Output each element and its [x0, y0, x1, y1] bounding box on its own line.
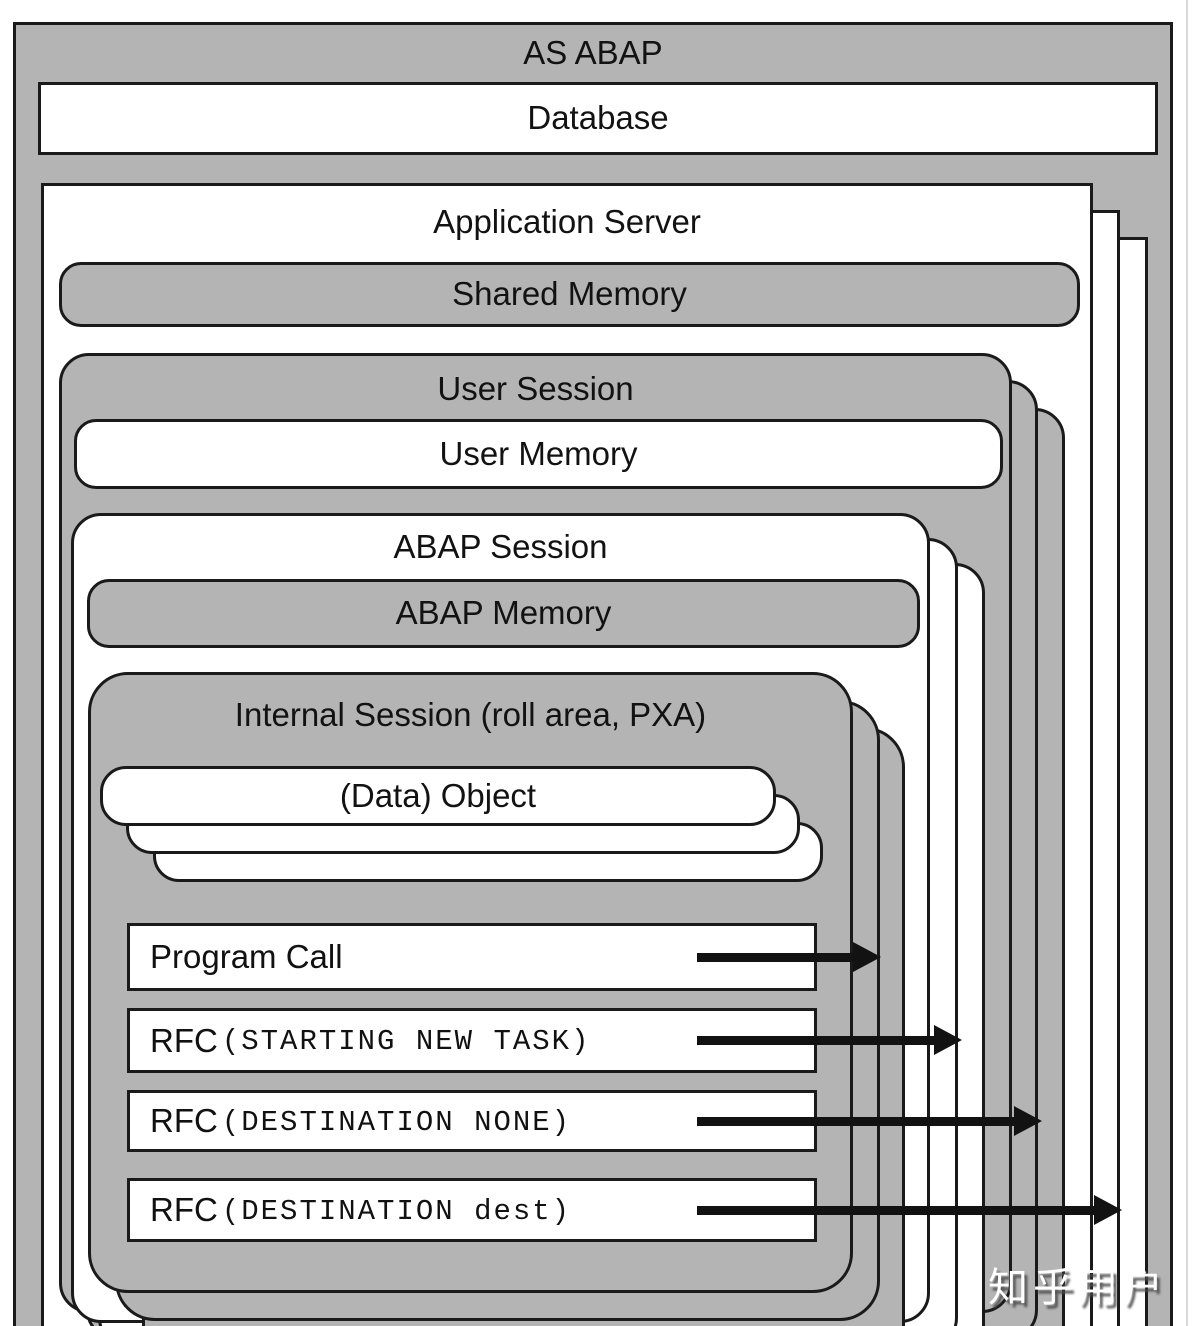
scan-edge-line [1186, 0, 1188, 1326]
rfc-destination-dest-arrowhead-icon [1094, 1195, 1122, 1225]
shared-memory-label: Shared Memory [452, 275, 687, 313]
rfc-destination-none-arrowhead-icon [1014, 1106, 1042, 1136]
as-abap-title: AS ABAP [523, 34, 663, 71]
program-call-arrowhead-icon [853, 942, 881, 972]
shared-memory-box: Shared Memory [59, 262, 1080, 327]
abap-memory-label: ABAP Memory [395, 594, 612, 632]
user-session-title: User Session [437, 370, 634, 407]
program-call-label: Program Call [150, 938, 343, 975]
watermark-text: 知乎用户 [988, 1266, 1168, 1310]
data-object-label: (Data) Object [339, 776, 537, 814]
rfc-destination-dest-detail: (DESTINATION dest) [221, 1194, 572, 1228]
rfc-destination-dest-label: RFC [150, 1191, 218, 1228]
rfc-destination-dest-arrow-shaft [697, 1206, 1098, 1215]
rfc-starting-new-task-detail: (STARTING NEW TASK) [221, 1025, 591, 1058]
database-label: Database [527, 99, 669, 137]
rfc-destination-none-box: RFC(DESTINATION NONE) [127, 1090, 817, 1152]
database-box: Database [38, 82, 1158, 155]
rfc-destination-none-detail: (DESTINATION NONE) [221, 1105, 572, 1139]
internal-session-title: Internal Session (roll area, PXA) [234, 696, 707, 733]
abap-session-title: ABAP Session [393, 528, 608, 565]
rfc-starting-new-task-arrowhead-icon [934, 1025, 962, 1055]
abap-memory-box: ABAP Memory [87, 579, 920, 648]
user-memory-box: User Memory [74, 419, 1003, 489]
data-object-box: (Data) Object [100, 766, 776, 826]
rfc-destination-none-label: RFC [150, 1102, 218, 1139]
application-server-title: Application Server [433, 203, 701, 240]
rfc-destination-none-arrow-shaft [697, 1117, 1018, 1126]
user-memory-label: User Memory [439, 434, 638, 472]
rfc-starting-new-task-label: RFC [150, 1021, 218, 1059]
program-call-arrow-shaft [697, 953, 857, 962]
rfc-starting-new-task-arrow-shaft [697, 1036, 938, 1045]
